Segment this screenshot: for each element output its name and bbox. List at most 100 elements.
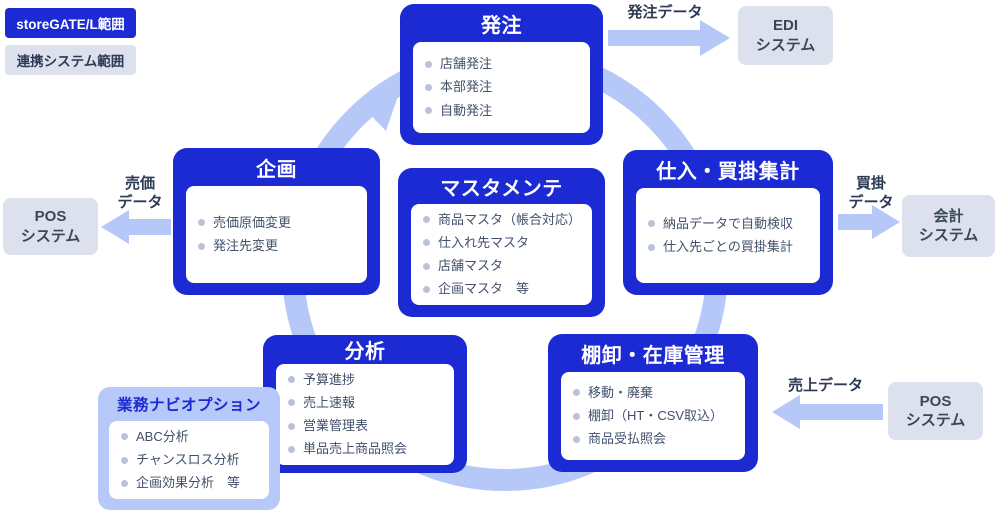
module-planning: 企画 売価原価変更発注先変更 [173,148,380,295]
flow-label-order-data: 発注データ [627,4,703,21]
module-item-label: 店舗発注 [440,56,493,72]
module-ordering-panel: 店舗発注本部発注自動発注 [413,42,590,133]
module-item: チャンスロス分析 [121,448,263,471]
module-option: 業務ナビオプション ABC分析チャンスロス分析企画効果分析 等 [98,387,280,510]
module-purchase-title: 仕入・買掛集計 [656,160,800,183]
external-pos-left-line1: POS [34,208,67,225]
module-analysis-panel: 予算進捗売上速報営業管理表単品売上商品照会 [276,364,454,465]
bullet-icon [198,242,205,250]
arrow-order-to-edi-icon [608,20,730,56]
module-item: 商品受払照会 [573,428,739,451]
module-item: 店舗発注 [425,53,584,76]
legend-storegate: storeGATE/L範囲 [5,8,136,38]
module-item-label: 仕入先ごとの買掛集計 [663,239,793,254]
external-accounting-system: 会計 システム [902,195,995,257]
bullet-icon [648,243,655,251]
module-item-label: 営業管理表 [303,418,369,433]
bullet-icon [121,433,128,441]
module-item-label: チャンスロス分析 [136,451,240,467]
arrow-sales-from-pos-icon [772,395,883,429]
module-planning-panel: 売価原価変更発注先変更 [186,186,367,283]
module-item: 企画マスタ 等 [423,278,586,301]
module-item: 営業管理表 [288,415,448,438]
flow-label-price-line1: 売価 [124,175,155,192]
bullet-icon [425,84,432,91]
bullet-icon [288,376,295,384]
bullet-icon [648,220,655,228]
module-item: 店舗マスタ [423,255,586,278]
arrow-price-to-pos-icon [101,210,171,244]
module-item-label: 発注先変更 [213,238,279,253]
module-item: 売上速報 [288,391,448,414]
bullet-icon [423,239,430,247]
module-item-label: 自動発注 [440,102,493,118]
bullet-icon [288,422,295,430]
module-item: 企画効果分析 等 [121,472,263,495]
bullet-icon [573,412,580,420]
module-inventory-title: 棚卸・在庫管理 [581,344,725,367]
module-item-label: 仕入れ先マスタ [438,234,530,250]
module-item: 仕入先ごとの買掛集計 [648,236,814,259]
bullet-icon [288,445,295,453]
module-option-panel: ABC分析チャンスロス分析企画効果分析 等 [109,421,269,499]
module-item: 移動・廃棄 [573,381,739,404]
module-master: マスタメンテ 商品マスタ（帳合対応）仕入れ先マスタ店舗マスタ企画マスタ 等 [398,168,605,317]
module-item-label: 売上速報 [303,394,356,410]
module-item-label: 店舗マスタ [438,258,504,273]
module-inventory: 棚卸・在庫管理 移動・廃棄棚卸（HT・CSV取込） 商品受払照会 [548,334,758,472]
module-item: 予算進捗 [288,368,448,391]
module-item-label: 本部発注 [440,79,493,95]
flow-label-price-data: 売価 データ [105,175,175,213]
bullet-icon [121,456,128,464]
module-item-label: 企画効果分析 等 [136,475,241,491]
module-item: 本部発注 [425,76,584,99]
external-edi-line2: システム [755,36,816,54]
module-item: 仕入れ先マスタ [423,231,586,254]
external-edi-system: EDI システム [738,6,833,65]
module-item: ABC分析 [121,425,263,448]
bullet-icon [423,285,430,293]
bullet-icon [198,219,205,227]
external-pos-system-left: POS システム [3,198,98,255]
bullet-icon [423,216,430,224]
module-item-label: 移動・廃棄 [588,384,654,400]
module-inventory-panel: 移動・廃棄棚卸（HT・CSV取込） 商品受払照会 [561,372,745,460]
legend-linked-system: 連携システム範囲 [5,45,136,75]
external-pos-left-line2: システム [20,227,81,245]
flow-label-price-line2: データ [117,193,163,211]
bullet-icon [288,399,295,407]
module-option-title: 業務ナビオプション [116,397,261,414]
module-item: 棚卸（HT・CSV取込） [573,404,739,427]
module-planning-title: 企画 [256,158,297,181]
module-analysis: 分析 予算進捗売上速報営業管理表単品売上商品照会 [263,335,467,473]
module-item-label: 商品マスタ（帳合対応） [438,211,582,227]
module-item: 発注先変更 [198,235,361,258]
external-accounting-line2: システム [918,227,979,244]
module-item: 単品売上商品照会 [288,438,448,461]
module-item: 納品データで自動検収 [648,212,814,235]
flow-label-payable-line2: データ [848,193,894,211]
external-pos-system-right: POS システム [888,382,983,440]
module-item: 売価原価変更 [198,211,361,234]
module-item-label: ABC分析 [136,428,189,444]
module-item-label: 売価原価変更 [213,214,292,230]
bullet-icon [425,107,432,115]
external-pos-right-line1: POS [919,392,952,410]
module-purchase-panel: 納品データで自動検収仕入先ごとの買掛集計 [636,188,820,283]
flow-label-sales-data: 売上データ [787,377,863,394]
bullet-icon [573,435,580,443]
module-ordering: 発注 店舗発注本部発注自動発注 [400,4,603,145]
external-accounting-line1: 会計 [933,207,964,225]
module-master-panel: 商品マスタ（帳合対応） 仕入れ先マスタ店舗マスタ企画マスタ 等 [411,204,592,305]
cycle-arrowhead-icon [358,93,399,131]
bullet-icon [573,389,580,397]
bullet-icon [423,262,430,270]
flow-label-payable-data: 買掛 データ [836,175,906,213]
external-edi-line1: EDI [772,17,798,34]
module-item-label: 棚卸（HT・CSV取込） [588,407,724,423]
module-item-label: 納品データで自動検収 [663,215,794,231]
legend: storeGATE/L範囲 連携システム範囲 [5,8,136,82]
flow-label-payable-line1: 買掛 [855,175,886,192]
bullet-icon [425,60,432,68]
